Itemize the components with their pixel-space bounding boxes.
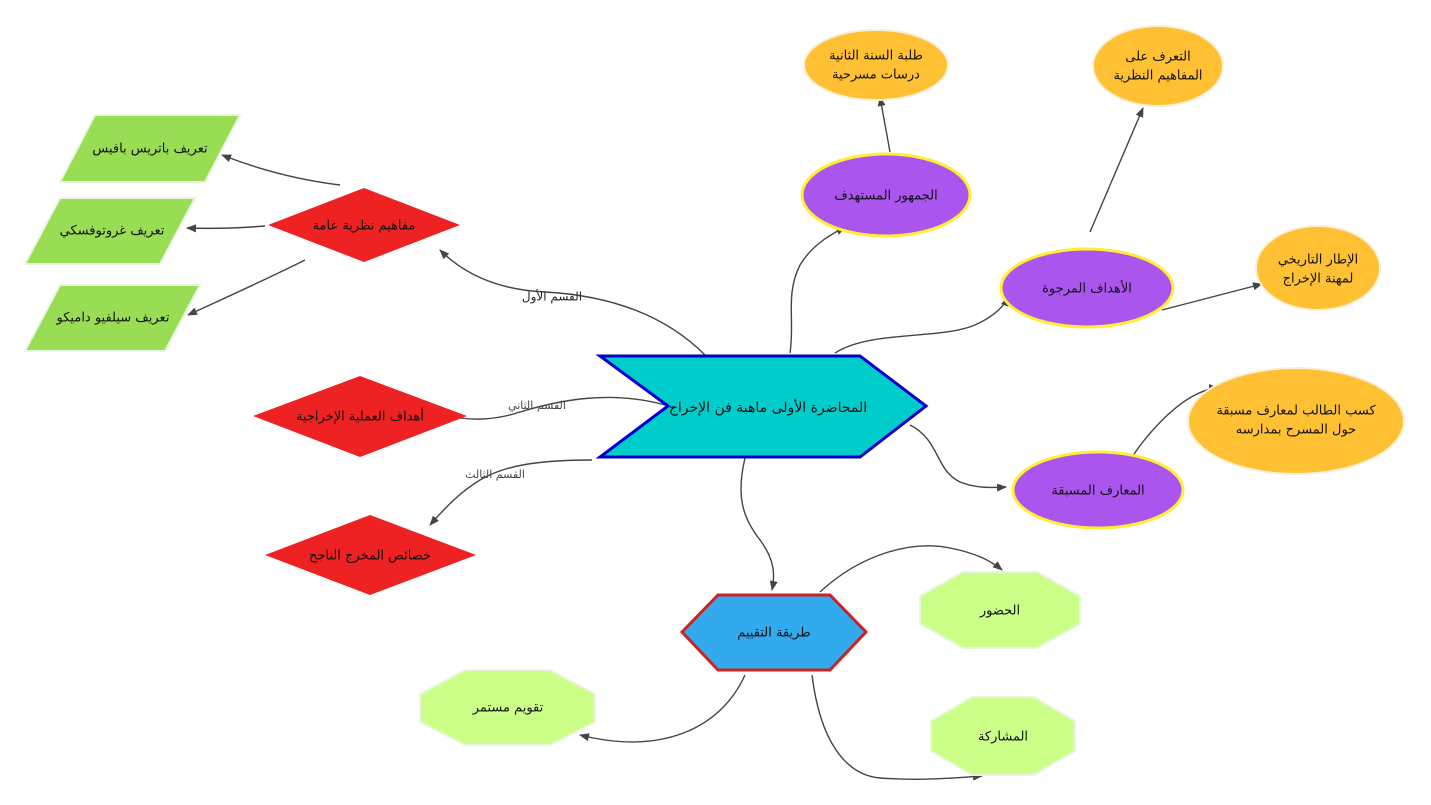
edge-label-section-1: القسم الأول [522,289,582,305]
edge-eval-participation [811,674,983,781]
green-node-continuous-label: تقويم مستمر [472,701,544,716]
definition-node-3[interactable]: تعريف سيلفيو داميكو [23,284,202,352]
definition-node-2-label: تعريف غروتوفسكي [60,224,165,239]
purple-node-audience-label: الجمهور المستهدف [834,189,938,204]
definition-node-1-label: تعريف باتريس بافيس [92,142,208,157]
edge-section-1-def-3 [187,259,306,316]
section-node-1[interactable]: مفاهيم نظرية عامة [268,188,460,262]
green-node-continuous[interactable]: تقويم مستمر [419,669,596,746]
edge-section-1-def-1 [221,154,341,186]
edge-label-section-3: القسم الثالث [465,468,525,481]
edge-central-audience [789,226,846,354]
section-node-1-label: مفاهيم نظرية عامة [313,219,416,234]
edge-goals-concepts [1089,107,1144,233]
orange-node-history-line-1: الإطار التاريخي [1278,253,1358,268]
green-node-attendance-label: الحضور [979,604,1020,619]
purple-node-audience[interactable]: الجمهور المستهدف [800,152,972,238]
edge-central-section-3 [429,459,593,526]
purple-node-prior[interactable]: المعارف المسبقة [1011,450,1185,530]
green-node-participation[interactable]: المشاركة [930,696,1076,776]
central-node[interactable]: المحاضرة الأولى ماهية فن الإخراج [595,354,929,459]
orange-node-history[interactable]: الإطار التاريخي لمهنة الإخراج [1255,225,1381,311]
purple-node-goals-label: الأهداف المرجوة [1042,280,1132,297]
evaluation-node[interactable]: طريقة التقييم [679,593,869,672]
orange-node-concepts-line-2: المفاهيم النظرية [1113,69,1202,84]
purple-node-prior-label: المعارف المسبقة [1051,484,1144,499]
edge-central-section-1 [439,249,706,356]
orange-node-knowledge-line-2: حول المسرح بمدارسه [1236,423,1356,438]
edge-audience-students [877,96,891,153]
green-node-participation-label: المشاركة [978,730,1028,745]
edge-eval-attendance [819,545,1003,593]
orange-node-concepts[interactable]: التعرف على المفاهيم النظرية [1092,25,1224,107]
orange-node-history-line-2: لمهنة الإخراج [1283,272,1354,287]
edge-central-section-2 [442,396,666,421]
orange-node-knowledge[interactable]: كسب الطالب لمعارف مسبقة حول المسرح بمدار… [1187,367,1405,475]
section-node-3[interactable]: خصائص المخرج الناجح [265,515,476,595]
edge-labels: القسم الأول القسم الثاني القسم الثالث [465,289,582,482]
orange-node-knowledge-line-1: كسب الطالب لمعارف مسبقة [1216,404,1376,419]
green-node-attendance[interactable]: الحضور [919,571,1081,649]
central-node-label: المحاضرة الأولى ماهية فن الإخراج [669,398,867,416]
definition-node-1[interactable]: تعريف باتريس بافيس [58,114,242,183]
orange-node-students[interactable]: طلبة السنة الثانية درسات مسرحية [803,29,949,101]
edge-central-goals [834,296,1009,354]
definition-node-2[interactable]: تعريف غروتوفسكي [23,197,197,265]
edge-eval-continuous [579,674,746,743]
section-node-3-label: خصائص المخرج الناجح [309,549,431,564]
evaluation-node-label: طريقة التقييم [737,626,810,641]
orange-node-students-line-2: درسات مسرحية [832,68,920,83]
purple-node-goals[interactable]: الأهداف المرجوة [999,247,1175,329]
section-node-2[interactable]: أهداف العملية الإخراجية [253,376,467,457]
orange-node-students-line-1: طلبة السنة الثانية [829,49,923,64]
edge-section-1-def-2 [186,224,266,233]
orange-node-concepts-line-1: التعرف على [1125,50,1190,65]
edge-central-prior [909,424,1007,492]
edge-central-evaluation [740,457,778,591]
edge-goals-history [1161,282,1263,311]
definition-node-3-label: تعريف سيلفيو داميكو [56,311,170,326]
edge-label-section-2: القسم الثاني [508,399,566,412]
section-node-2-label: أهداف العملية الإخراجية [296,408,424,425]
